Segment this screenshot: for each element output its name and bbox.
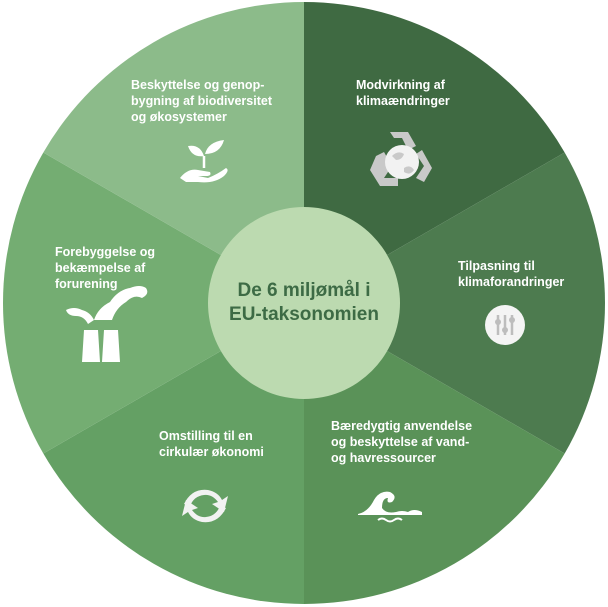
segment-label-circular-economy: Omstilling til en cirkulær økonomi: [159, 428, 264, 460]
center-title-line2: EU-taksonomien: [229, 304, 379, 325]
wheel-segment: [304, 303, 565, 604]
label-line: Beskyttelse og genop-: [131, 78, 265, 92]
label-line: bygning af biodiversitet: [131, 94, 272, 108]
label-line: Modvirkning af: [356, 78, 445, 92]
sliders-icon: [485, 305, 525, 345]
segment-label-water-resources: Bæredygtig anvendelse og beskyttelse af …: [331, 418, 472, 466]
segment-label-climate-adaptation: Tilpasning til klimaforandringer: [458, 258, 564, 290]
center-title-line1: De 6 miljømål i: [237, 280, 371, 301]
segment-label-biodiversity: Beskyttelse og genop- bygning af biodive…: [131, 77, 272, 125]
wheel-segment: [304, 2, 565, 303]
plant-hand-icon: [180, 140, 228, 183]
factory-smoke-icon: [66, 286, 148, 362]
label-line: Bæredygtig anvendelse: [331, 419, 473, 433]
label-line: Tilpasning til: [458, 259, 535, 273]
wheel-segment: [43, 303, 304, 604]
label-line: Omstilling til en: [159, 429, 253, 443]
label-line: bekæmpelse af: [55, 261, 146, 275]
segment-label-climate-mitigation: Modvirkning af klimaændringer: [356, 77, 450, 109]
wave-icon: [358, 491, 422, 523]
label-line: og havressourcer: [331, 451, 436, 465]
label-line: forurening: [55, 277, 118, 291]
label-line: Forebyggelse og: [55, 245, 156, 259]
wheel-segment: [304, 152, 605, 454]
label-line: klimaændringer: [356, 94, 450, 108]
center-circle: [208, 207, 400, 399]
label-line: og beskyttelse af vand-: [331, 435, 470, 449]
segment-label-pollution: Forebyggelse og bekæmpelse af forurening: [55, 244, 155, 292]
circular-arrows-icon: [182, 489, 228, 523]
label-line: og økosystemer: [131, 110, 227, 124]
wheel-segment: [43, 2, 304, 303]
label-line: klimaforandringer: [458, 275, 565, 289]
wheel-segment: [2, 152, 304, 454]
center-title: De 6 miljømål i EU-taksonomien: [208, 207, 400, 399]
recycle-globe-icon: [370, 132, 432, 186]
label-line: cirkulær økonomi: [159, 445, 264, 459]
